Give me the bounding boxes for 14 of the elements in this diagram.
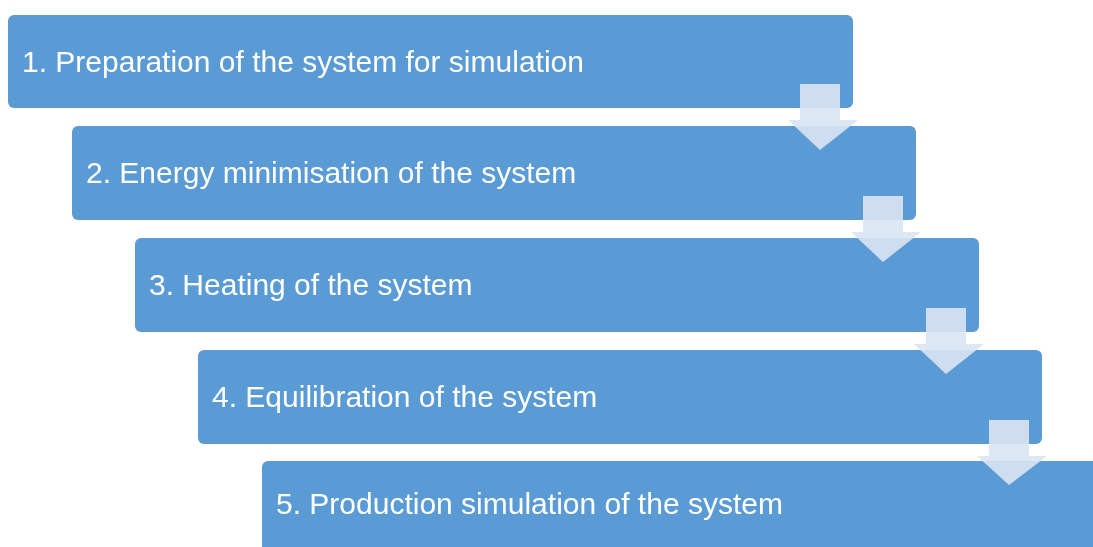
step-box [135, 238, 979, 332]
down-arrow [914, 308, 984, 374]
step-box [262, 461, 1093, 547]
down-arrow [788, 84, 858, 150]
down-arrow [851, 196, 921, 262]
step-label: 2. Energy minimisation of the system [86, 156, 577, 190]
step-box [8, 15, 853, 108]
step-label: 5. Production simulation of the system [276, 487, 783, 521]
step-box [72, 126, 916, 220]
step-label: 3. Heating of the system [149, 268, 473, 302]
step-label: 1. Preparation of the system for simulation [22, 44, 584, 79]
down-arrow [977, 420, 1047, 485]
step-label: 4. Equilibration of the system [212, 380, 598, 414]
step-box [198, 350, 1042, 444]
